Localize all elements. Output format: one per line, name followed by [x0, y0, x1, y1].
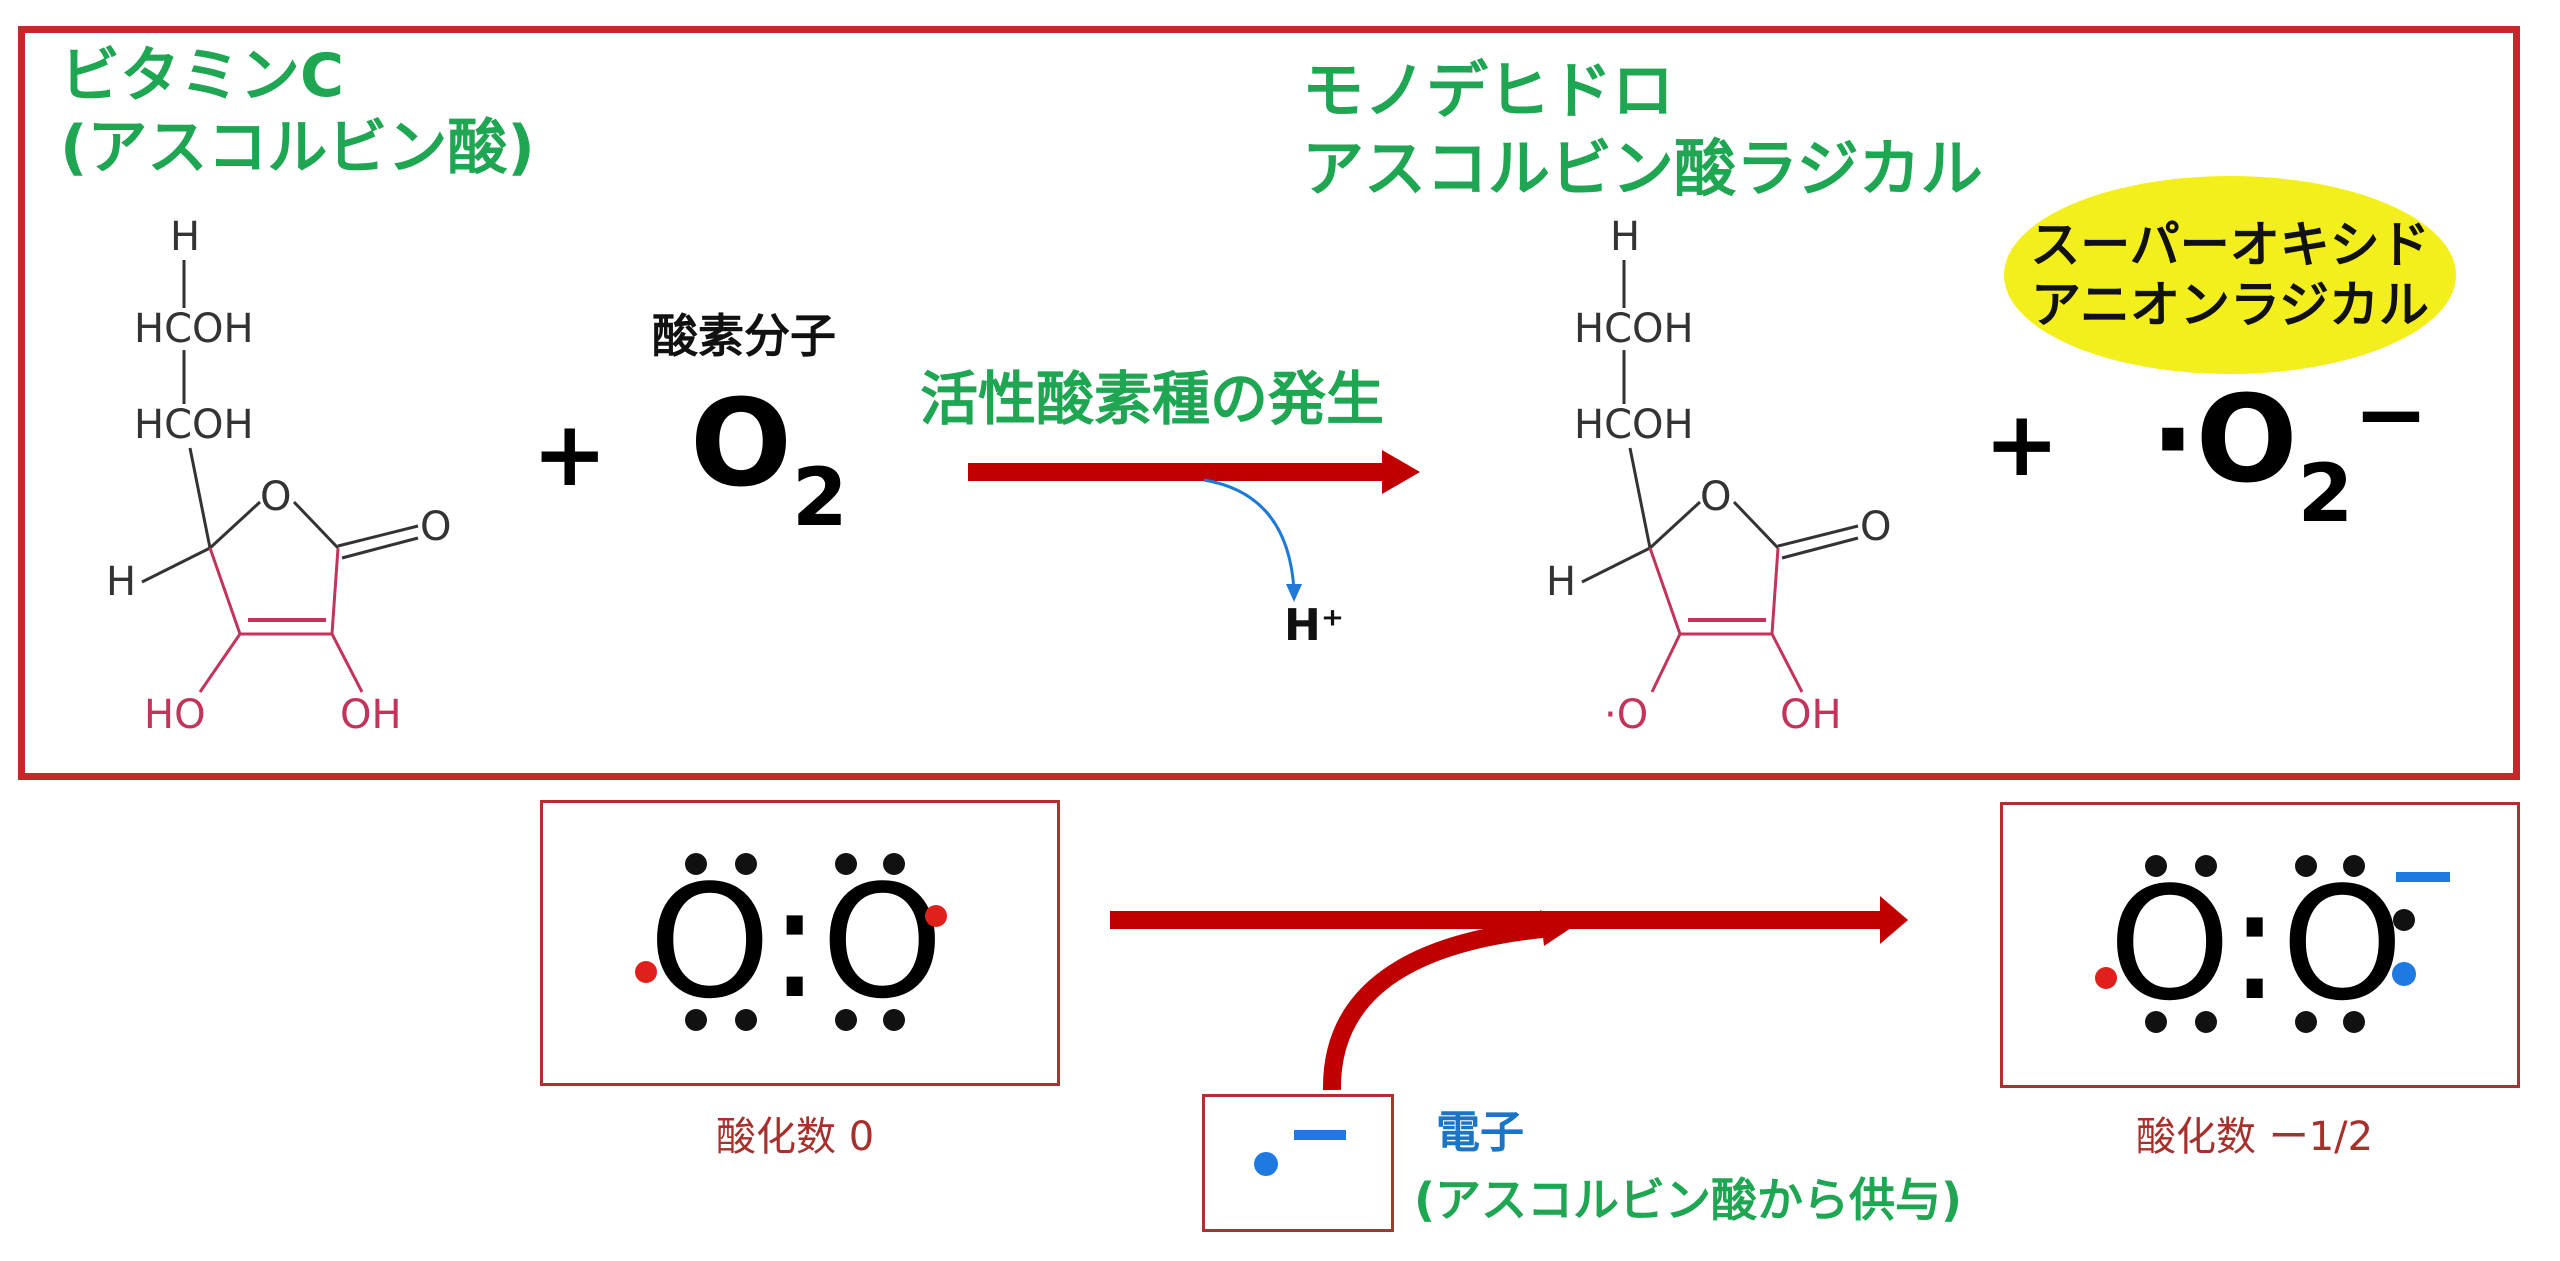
superoxide-formula-o: O: [2195, 371, 2298, 510]
pr-carbonyl-o: O: [1860, 504, 1891, 550]
proton-label: H⁺: [1284, 600, 1345, 651]
lewis-o2-formula: O:O: [648, 851, 943, 1033]
lewis-o2-caption: 酸化数 0: [716, 1114, 875, 1160]
reaction-frame: [18, 26, 2520, 780]
electron-box: [1202, 1094, 1394, 1232]
vc-ho: HO: [144, 692, 206, 738]
superoxide-label-ellipse: スーパーオキシド アニオンラジカル: [2004, 176, 2456, 374]
superoxide-label-line2: アニオンラジカル: [2031, 276, 2429, 334]
plus-sign-2: +: [1984, 392, 2060, 497]
product-title-line2: アスコルビン酸ラジカル: [1302, 132, 1983, 205]
superoxide-formula: ·O2−: [2150, 362, 2429, 540]
oxygen-formula: O2: [690, 380, 848, 545]
lewis-o2-diagram: O:O: [635, 851, 947, 1033]
vitamin-c-title-line2: (アスコルビン酸): [60, 113, 535, 183]
vc-hcoh1: HCOH: [134, 306, 254, 352]
lewis-box-o2: [540, 800, 1060, 1086]
oxygen-label: 酸素分子: [652, 309, 836, 363]
vc-oh: OH: [340, 692, 402, 738]
superoxide-formula-subscript: 2: [2297, 447, 2354, 540]
vc-h-top: H: [170, 214, 200, 260]
superoxide-formula-charge: −: [2353, 362, 2429, 467]
oxygen-formula-o: O: [690, 375, 793, 514]
electron-label: 電子: [1436, 1107, 1524, 1158]
lewis-box-superoxide: [2000, 802, 2520, 1088]
pr-oh: OH: [1780, 692, 1842, 738]
plus-sign-1: +: [532, 402, 608, 507]
vc-carbonyl-o: O: [420, 504, 451, 550]
product-title: モノデヒドロ アスコルビン酸ラジカル: [1302, 52, 1983, 208]
reaction-arrow-icon: [968, 450, 1420, 494]
lewis-superoxide-diagram: O:O: [2095, 853, 2450, 1035]
product-structure: H HCOH HCOH O O H ·O OH: [1546, 214, 1891, 738]
lewis-superoxide-formula: O:O: [2108, 853, 2403, 1035]
pr-ring-o: O: [1700, 474, 1731, 520]
electron-transfer-arrow-icon: [1110, 896, 1908, 1091]
pr-hcoh1: HCOH: [1574, 306, 1694, 352]
lewis-superoxide-caption: 酸化数 ー1/2: [2136, 1114, 2374, 1160]
superoxide-formula-dot: ·: [2150, 371, 2196, 510]
proton-release-arrow-icon: [1203, 478, 1302, 602]
vc-hcoh2: HCOH: [134, 402, 254, 448]
electron-symbol: [1254, 1130, 1346, 1176]
reaction-label: 活性酸素種の発生: [920, 365, 1385, 433]
vitamin-c-structure: H HCOH HCOH O O H HO OH: [106, 214, 451, 738]
pr-h-top: H: [1610, 214, 1640, 260]
oxygen-formula-subscript: 2: [792, 451, 848, 544]
superoxide-label-line1: スーパーオキシド: [2030, 216, 2430, 274]
vc-h-left: H: [106, 559, 136, 605]
pr-radical-o: ·O: [1604, 692, 1648, 738]
electron-source-label: (アスコルビン酸から供与): [1414, 1173, 1963, 1227]
product-title-line1: モノデヒドロ: [1302, 54, 1675, 127]
pr-hcoh2: HCOH: [1574, 402, 1694, 448]
vc-ring-o: O: [260, 474, 291, 520]
vitamin-c-title-line1: ビタミンC: [60, 41, 345, 111]
pr-h-left: H: [1546, 559, 1576, 605]
vitamin-c-title: ビタミンC (アスコルビン酸): [60, 40, 535, 184]
